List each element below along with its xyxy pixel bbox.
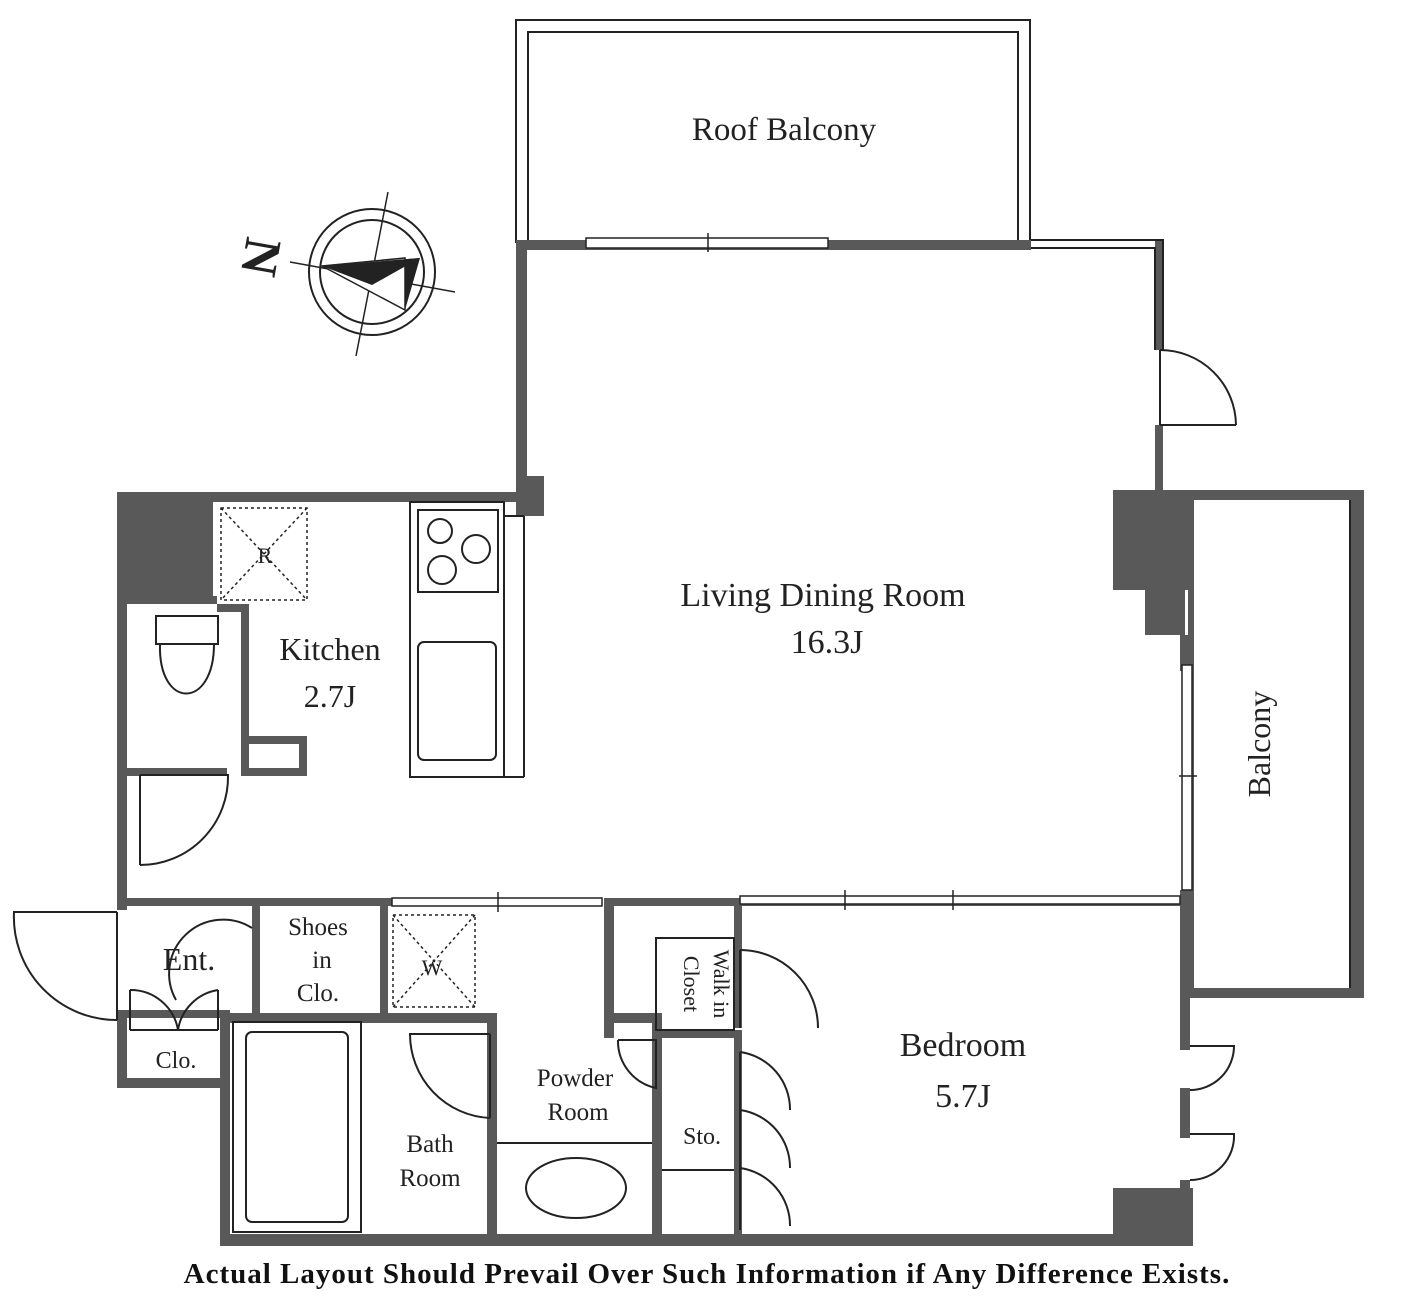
north-label: N: [229, 233, 292, 280]
shoes-label-3: Clo.: [297, 980, 339, 1007]
walls: [117, 240, 1193, 1246]
living-size: 16.3J: [791, 624, 864, 661]
roof-balcony-label: Roof Balcony: [692, 112, 877, 148]
fixtures: [155, 501, 735, 1233]
bedroom-name: Bedroom: [900, 1027, 1027, 1064]
windows: [391, 233, 1197, 912]
bedroom-size: 5.7J: [935, 1078, 991, 1115]
roof-corner: [1031, 239, 1164, 350]
storage-label: Sto.: [683, 1124, 721, 1150]
washer-label: W: [422, 955, 443, 980]
living-name: Living Dining Room: [680, 577, 965, 614]
shoes-label-1: Shoes: [288, 914, 348, 941]
walk-in-label-1: Walk in: [709, 950, 734, 1019]
closet-label: Clo.: [156, 1048, 197, 1074]
bath-label-2: Room: [399, 1165, 461, 1192]
kitchen-name: Kitchen: [279, 631, 380, 667]
powder-label-1: Powder: [537, 1065, 614, 1092]
kitchen-size: 2.7J: [304, 678, 356, 714]
fridge-label: R: [258, 543, 273, 568]
compass-rose: [289, 191, 456, 357]
walk-in-label-2: Closet: [679, 956, 704, 1012]
appliance-spaces: [220, 507, 476, 1008]
shoes-label-2: in: [312, 947, 332, 974]
doors: [12, 349, 1237, 1230]
balcony-label: Balcony: [1241, 691, 1277, 798]
entrance-label: Ent.: [163, 941, 215, 977]
bath-label-1: Bath: [406, 1131, 454, 1158]
balcony-outline: [1188, 490, 1364, 998]
powder-label-2: Room: [547, 1099, 609, 1126]
disclaimer-text: Actual Layout Should Prevail Over Such I…: [183, 1258, 1231, 1290]
